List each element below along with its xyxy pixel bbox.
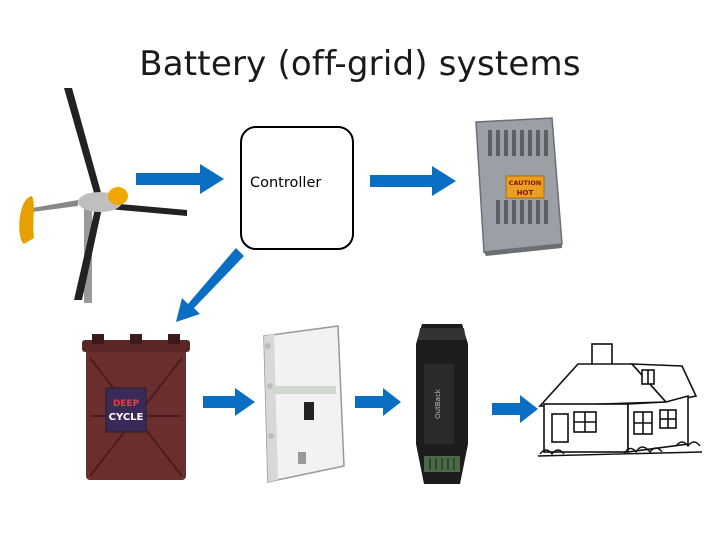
dump-load-unit-icon: CAUTION HOT bbox=[475, 117, 563, 256]
wind-turbine-icon bbox=[19, 88, 187, 303]
controller-box: Controller bbox=[240, 126, 354, 250]
arrow-disconnect-to-inverter bbox=[355, 388, 401, 416]
caution-sticker-line1: CAUTION bbox=[509, 179, 542, 187]
controller-label: Controller bbox=[250, 175, 322, 191]
battery-label-line2: CYCLE bbox=[109, 412, 144, 423]
arrow-inverter-to-house bbox=[492, 395, 538, 423]
battery-label-line1: DEEP bbox=[113, 399, 140, 409]
arrow-controller-to-battery bbox=[176, 248, 244, 322]
dc-disconnect-icon bbox=[263, 325, 345, 483]
svg-text:OutBack: OutBack bbox=[434, 388, 442, 419]
arrow-turbine-to-controller bbox=[136, 164, 224, 194]
arrow-controller-to-dump-load bbox=[370, 166, 456, 196]
house-icon bbox=[537, 343, 703, 457]
caution-sticker-line2: HOT bbox=[517, 189, 534, 197]
arrow-battery-to-disconnect bbox=[203, 388, 255, 416]
slide-title: Battery (off-grid) systems bbox=[139, 44, 581, 84]
inverter-icon: OutBack bbox=[416, 324, 468, 484]
battery-icon: DEEP CYCLE bbox=[82, 334, 190, 480]
